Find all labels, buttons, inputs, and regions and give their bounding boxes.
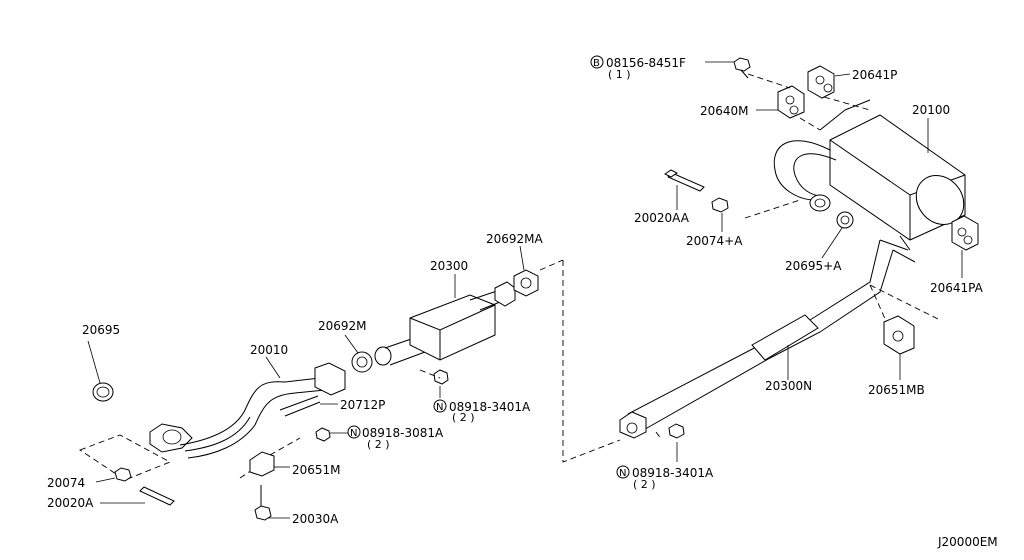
label-08156-8451f: 08156-8451F (606, 56, 686, 70)
nut-marker-3401a-bottom (616, 465, 630, 479)
label-20020aa: 20020AA (634, 211, 690, 225)
qty-08918-3081a: ( 2 ) (367, 438, 390, 451)
bolt-08156-8451f (705, 57, 751, 79)
label-20074a: 20074+A (686, 234, 743, 248)
label-20300: 20300 (430, 259, 468, 273)
label-20695a: 20695+A (785, 259, 842, 273)
label-20074: 20074 (47, 476, 85, 490)
center-muffler-20300 (374, 274, 516, 398)
nut-marker-3401a-top (433, 399, 447, 413)
label-20695: 20695 (82, 323, 120, 337)
label-20010: 20010 (250, 343, 288, 357)
qty-08156-8451f: ( 1 ) (608, 68, 631, 81)
nut-08918-3081a (315, 427, 348, 442)
bracket-20651m (249, 451, 290, 477)
bolt-marker-8451f (590, 55, 604, 69)
gasket-20692ma (513, 245, 539, 297)
bolt-20030a (254, 485, 290, 521)
hanger-20651mb (883, 315, 915, 380)
label-20651m: 20651M (292, 463, 341, 477)
label-20020a: 20020A (47, 496, 94, 510)
nut-marker-3081a-letter: N (350, 428, 357, 439)
label-20641p: 20641P (852, 68, 897, 82)
label-20651mb: 20651MB (868, 383, 925, 397)
tail-pipe-20300n (619, 239, 941, 441)
nut-20074-a (711, 197, 729, 232)
label-20692ma: 20692MA (486, 232, 544, 246)
nut-marker-3401a-bottom-letter: N (619, 468, 626, 479)
main-muffler-20100 (744, 99, 966, 251)
label-20692m: 20692M (318, 319, 367, 333)
qty-08918-3401a-top: ( 2 ) (452, 411, 475, 424)
guide-line-center (562, 260, 621, 463)
nut-marker-3081a (347, 425, 361, 439)
guide-line-top (539, 259, 564, 271)
rubber-mount-20641p (807, 65, 871, 111)
rubber-mount-20640m (747, 73, 821, 131)
bolt-marker-8451f-letter: B (593, 58, 600, 69)
label-20030a: 20030A (292, 512, 339, 526)
qty-08918-3401a-bottom: ( 2 ) (633, 478, 656, 491)
label-20640m: 20640M (700, 104, 749, 118)
stud-20020a (100, 486, 175, 506)
label-08918-3081a: 08918-3081A (362, 426, 444, 440)
label-20100: 20100 (912, 103, 950, 117)
label-20641pa: 20641PA (930, 281, 984, 295)
diagram-code: J20000EM (937, 535, 998, 549)
gasket-20692m (344, 334, 373, 373)
front-exhaust-tube (79, 340, 346, 481)
nut-20074 (95, 467, 132, 483)
label-20300n: 20300N (765, 379, 812, 393)
label-08918-3401a-bottom: 08918-3401A (632, 466, 714, 480)
label-08918-3401a-top: 08918-3401A (449, 400, 531, 414)
nut-08918-3401a-bottom (668, 423, 685, 462)
rubber-mount-20641pa (951, 215, 979, 278)
label-20712p: 20712P (340, 398, 385, 412)
gasket-20695-a (821, 211, 854, 259)
nut-marker-3401a-top-letter: N (436, 402, 443, 413)
stud-20020aa (664, 169, 705, 210)
